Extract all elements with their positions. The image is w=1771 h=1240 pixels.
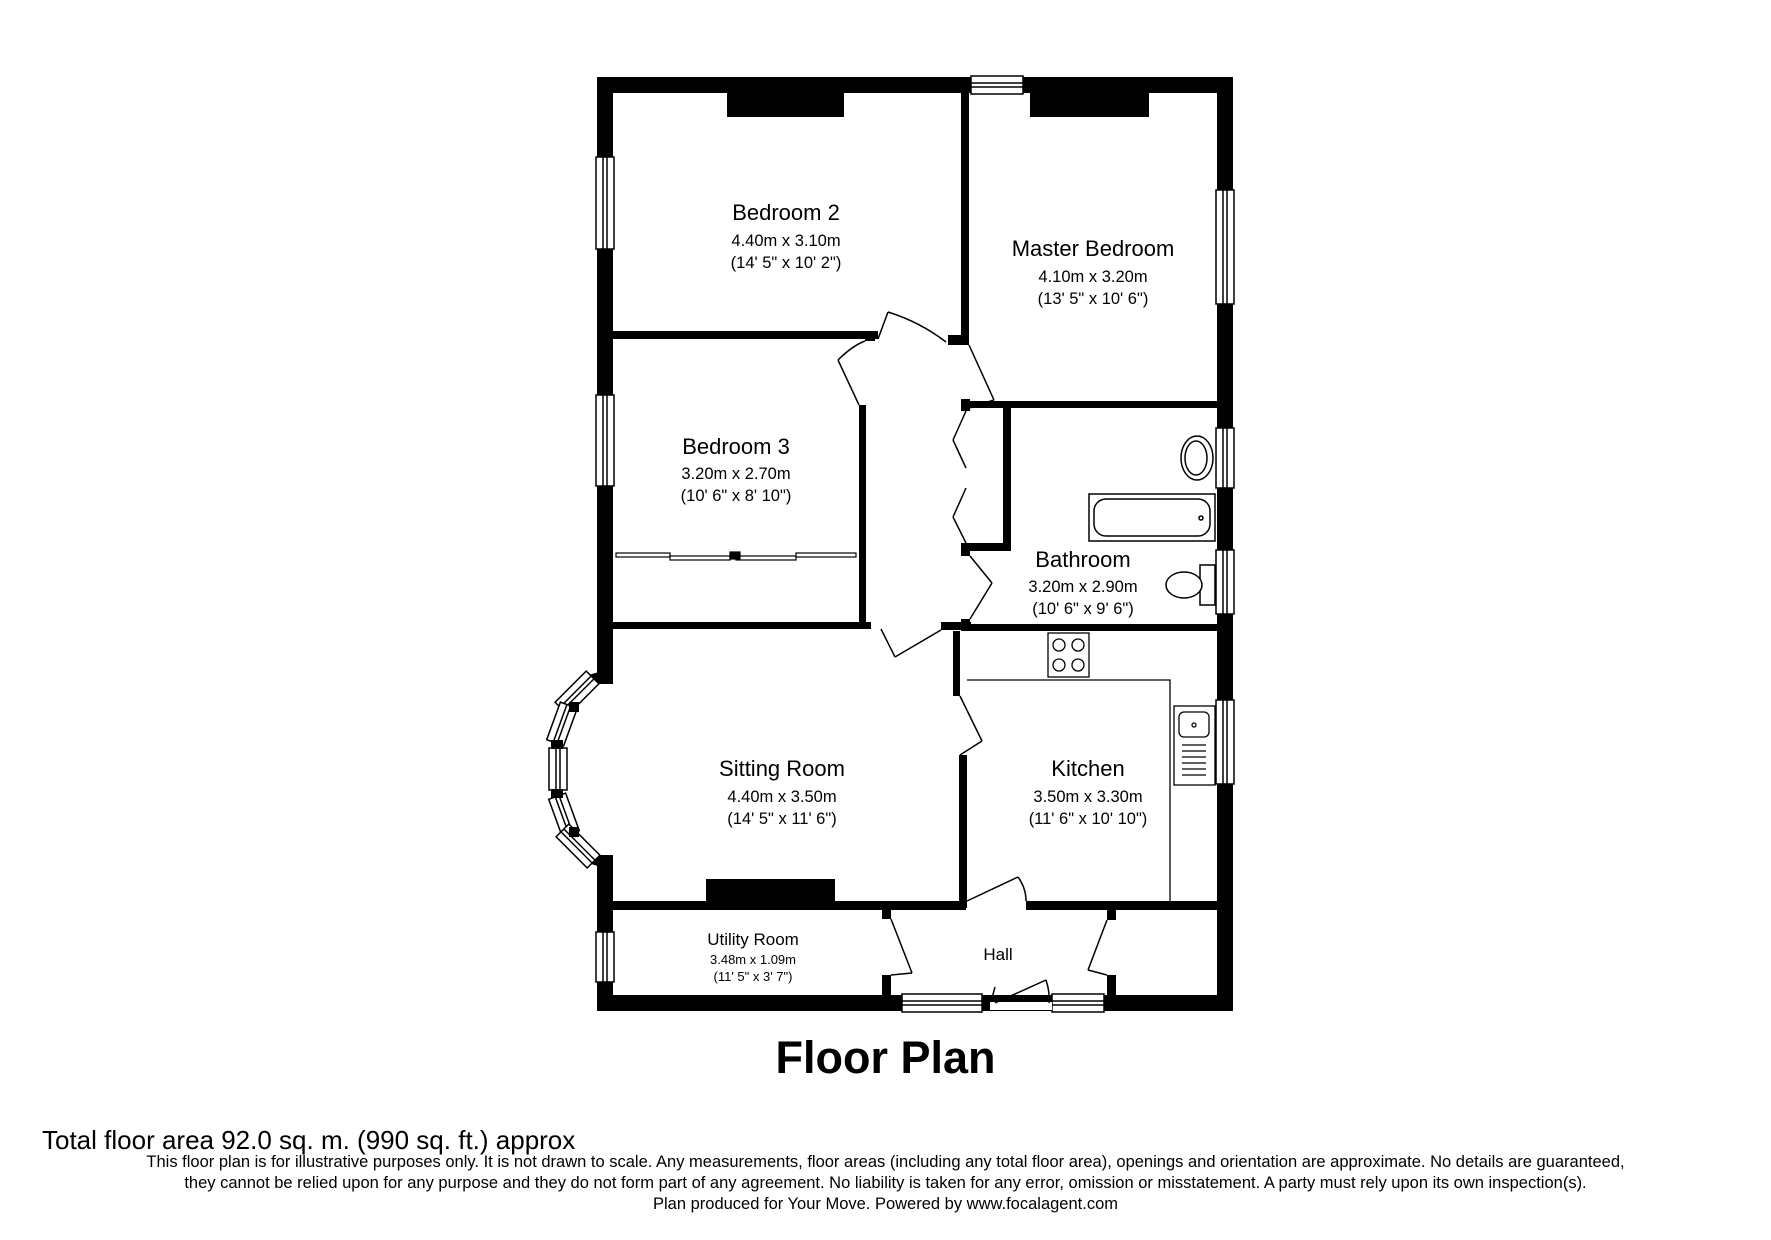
doors — [837, 311, 1108, 1010]
room-name: Sitting Room — [719, 756, 845, 781]
room-imperial: (11' 6" x 10' 10") — [1029, 810, 1148, 828]
outer-walls — [585, 77, 1233, 1011]
door-utility — [890, 918, 913, 976]
door-master — [968, 344, 995, 409]
front-door — [990, 979, 1052, 1010]
window-master-right — [1215, 189, 1235, 305]
room-name: Utility Room — [707, 930, 799, 949]
room-name: Kitchen — [1051, 756, 1124, 781]
toilet-icon — [1165, 564, 1216, 606]
room-metric: 3.48m x 1.09m — [710, 952, 796, 967]
room-imperial: (14' 5" x 11' 6") — [727, 810, 836, 828]
disclaimer-line: Plan produced for Your Move. Powered by … — [652, 1195, 1118, 1213]
door-bedroom3 — [837, 340, 866, 406]
room-label-sitting-room: Sitting Room 4.40m x 3.50m (14' 5" x 11'… — [719, 756, 845, 828]
hob-icon — [1047, 632, 1090, 678]
total-floor-area: Total floor area 92.0 sq. m. (990 sq. ft… — [42, 1125, 576, 1155]
room-imperial: (14' 5" x 10' 2") — [731, 254, 842, 272]
interior-walls — [613, 93, 1217, 995]
window-bedroom2-left — [595, 156, 615, 250]
door-hall-kitchen — [966, 876, 1027, 902]
page-title: Floor Plan — [775, 1032, 996, 1083]
window-bay-upper-mid — [545, 701, 579, 747]
window-hall-bottom-right — [1051, 993, 1105, 1013]
room-label-bedroom-2: Bedroom 2 4.40m x 3.10m (14' 5" x 10' 2"… — [731, 200, 842, 272]
window-bedroom3-left — [595, 394, 615, 487]
room-label-kitchen: Kitchen 3.50m x 3.30m (11' 6" x 10' 10") — [1029, 756, 1148, 828]
room-imperial: (13' 5" x 10' 6") — [1038, 290, 1149, 308]
room-metric: 4.10m x 3.20m — [1038, 268, 1147, 286]
window-bay-lower — [555, 823, 601, 869]
window-kitchen-right — [1215, 699, 1235, 785]
wardrobe-sliding-doors — [615, 551, 857, 561]
room-label-bathroom: Bathroom 3.20m x 2.90m (10' 6" x 9' 6") — [1028, 547, 1137, 618]
window-bathroom-right-1 — [1215, 427, 1235, 489]
cupboard-doors — [952, 410, 967, 544]
window-bathroom-right-2 — [1215, 549, 1235, 615]
disclaimer-line: they cannot be relied upon for any purpo… — [184, 1174, 1587, 1192]
door-sitting-room — [880, 628, 942, 658]
sink-icon — [1173, 705, 1216, 786]
room-metric: 4.40m x 3.50m — [727, 788, 836, 806]
bathtub-icon — [1088, 493, 1216, 542]
room-labels: Bedroom 2 4.40m x 3.10m (14' 5" x 10' 2"… — [681, 200, 1175, 984]
disclaimer-line: This floor plan is for illustrative purp… — [146, 1153, 1625, 1171]
window-master-top — [970, 75, 1024, 95]
room-imperial: (10' 6" x 8' 10") — [681, 487, 792, 505]
room-metric: 3.50m x 3.30m — [1033, 788, 1142, 806]
room-imperial: (10' 6" x 9' 6") — [1032, 600, 1133, 618]
room-name: Bathroom — [1035, 547, 1130, 572]
bay-window-joints — [551, 702, 579, 837]
room-metric: 3.20m x 2.90m — [1028, 578, 1137, 596]
door-bathroom — [969, 555, 993, 620]
room-name: Master Bedroom — [1012, 236, 1175, 261]
room-name: Bedroom 2 — [732, 200, 840, 225]
bathroom-fixtures — [1088, 435, 1216, 606]
windows — [545, 75, 1235, 1013]
room-metric: 3.20m x 2.70m — [681, 465, 790, 483]
room-label-master-bedroom: Master Bedroom 4.10m x 3.20m (13' 5" x 1… — [1012, 236, 1175, 308]
room-label-hall: Hall — [983, 945, 1012, 964]
room-metric: 4.40m x 3.10m — [731, 232, 840, 250]
window-bay-centre — [548, 747, 568, 791]
worktop-outline — [967, 679, 1171, 901]
door-hall-right — [1087, 919, 1108, 976]
door-bedroom2 — [877, 311, 947, 343]
room-label-bedroom-3: Bedroom 3 3.20m x 2.70m (10' 6" x 8' 10"… — [681, 434, 792, 505]
door-kitchen — [959, 695, 983, 756]
room-imperial: (11' 5" x 3' 7") — [714, 969, 793, 984]
window-hall-bottom-left — [901, 993, 983, 1013]
room-label-utility-room: Utility Room 3.48m x 1.09m (11' 5" x 3' … — [707, 930, 799, 984]
disclaimer: This floor plan is for illustrative purp… — [30, 1152, 1741, 1215]
room-name: Hall — [983, 945, 1012, 964]
kitchen-fixtures — [967, 632, 1216, 901]
basin-icon — [1180, 435, 1214, 481]
room-name: Bedroom 3 — [682, 434, 790, 459]
window-utility-left — [595, 931, 615, 983]
